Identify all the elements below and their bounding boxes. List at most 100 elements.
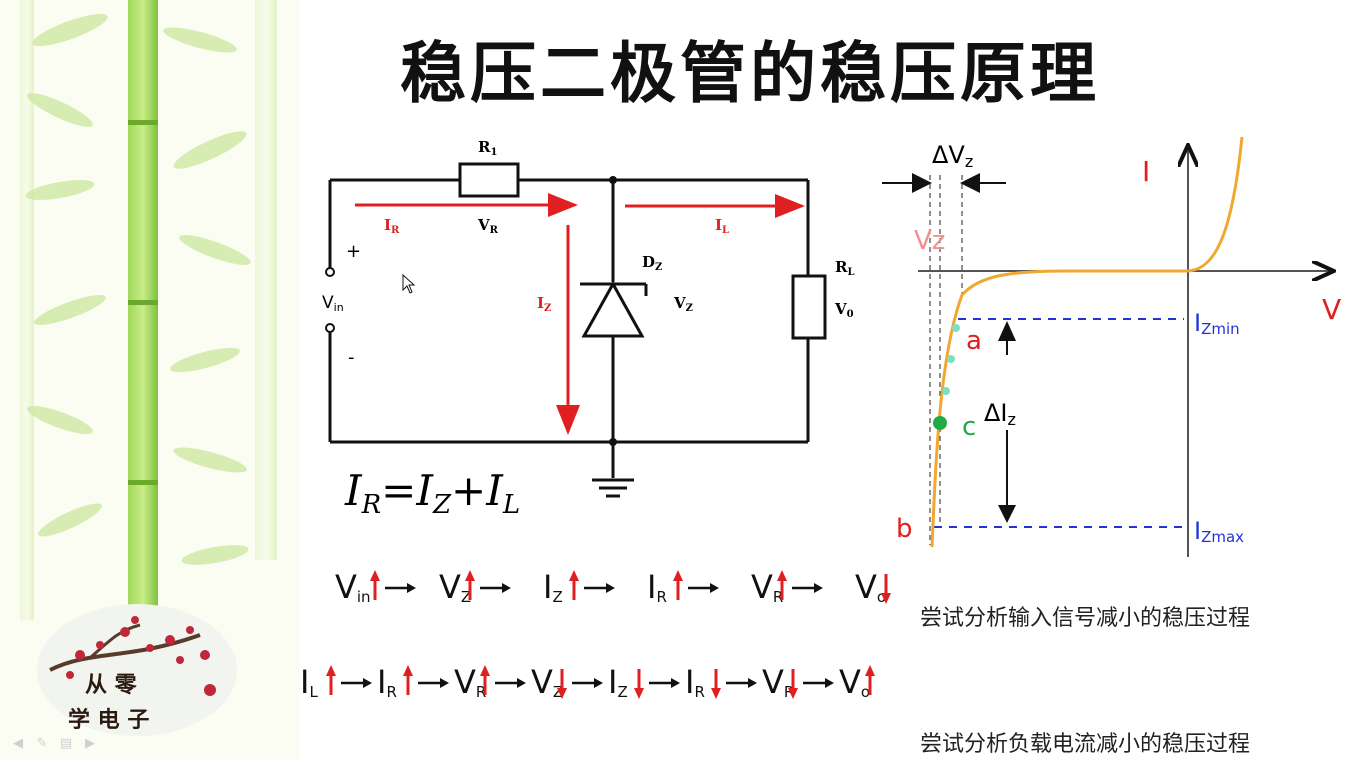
svg-text:VZ: VZ xyxy=(673,294,693,314)
pen-icon[interactable]: ✎ xyxy=(36,736,48,751)
svg-text:V0: V0 xyxy=(834,300,854,320)
dz-sub: Z xyxy=(655,262,662,273)
vr-sub: R xyxy=(490,225,499,236)
up-arrow-icon xyxy=(673,570,683,600)
up-arrow-icon xyxy=(480,665,490,695)
vo-sub: 0 xyxy=(847,309,854,320)
right-arrow-icon xyxy=(803,678,834,688)
seq-term-1: VZ xyxy=(439,568,471,606)
up-arrow-icon xyxy=(777,570,787,600)
vr-label: V xyxy=(477,216,490,234)
ir-label: I xyxy=(384,216,391,234)
down-arrow-icon xyxy=(634,669,644,699)
logo-text-2: 学 电 子 xyxy=(68,707,149,733)
right-arrow-icon xyxy=(726,678,757,688)
delta-vz-label: ΔV xyxy=(932,141,965,169)
vin-label: V xyxy=(322,293,334,313)
up-arrow-icon xyxy=(569,570,579,600)
right-arrow-icon xyxy=(572,678,603,688)
seq-term-2: VR xyxy=(454,663,486,701)
menu-icon[interactable]: ▤ xyxy=(59,736,73,751)
vo-label: V xyxy=(834,300,847,318)
right-arrow-icon xyxy=(341,678,372,688)
delta-iz-label: ΔI xyxy=(984,399,1008,427)
r1-sub: 1 xyxy=(490,147,497,158)
note-input-decrease: 尝试分析输入信号减小的稳压过程 xyxy=(920,606,1251,631)
vz-faint-label: Vz xyxy=(914,226,945,256)
right-arrow-icon xyxy=(584,583,615,593)
vz-label: V xyxy=(673,294,686,312)
logo-text-1: 从 零 xyxy=(85,672,138,698)
iz-sub: Z xyxy=(544,303,551,314)
note-load-decrease: 尝试分析负载电流减小的稳压过程 xyxy=(920,732,1251,757)
svg-text:IZmax: IZmax xyxy=(1194,517,1244,546)
svg-text:RL: RL xyxy=(835,258,855,278)
seq-term-2: IZ xyxy=(543,568,563,606)
circuit-diagram: R1 IR VR IL DZ IZ VZ RL V0 Vin + - IR=IZ… xyxy=(322,138,855,520)
axis-i-label: I xyxy=(1142,155,1150,188)
up-arrow-icon xyxy=(370,570,380,600)
rl-sub: L xyxy=(847,267,854,278)
right-arrow-icon xyxy=(418,678,449,688)
right-arrow-icon xyxy=(385,583,416,593)
point-b-label: b xyxy=(896,514,913,544)
seq-term-4: VR xyxy=(751,568,783,606)
right-arrow-icon xyxy=(480,583,511,593)
next-arrow-icon[interactable]: ▶ xyxy=(85,736,95,751)
svg-text:ΔIz: ΔIz xyxy=(984,399,1016,429)
prev-arrow-icon[interactable]: ◀ xyxy=(13,736,23,751)
r1-label: R xyxy=(478,138,491,156)
il-sub: L xyxy=(722,225,729,236)
plus-sign: + xyxy=(346,241,361,262)
rl-label: R xyxy=(835,258,848,276)
svg-text:VR: VR xyxy=(477,216,499,236)
down-arrow-icon xyxy=(881,574,891,604)
up-arrow-icon xyxy=(465,570,475,600)
vin-sub: in xyxy=(334,301,344,314)
svg-text:R1: R1 xyxy=(478,138,497,158)
izmin-label: I xyxy=(1194,309,1201,337)
down-arrow-icon xyxy=(788,669,798,699)
vz-sub: Z xyxy=(686,303,693,314)
il-label: I xyxy=(715,216,722,234)
svg-text:IZmin: IZmin xyxy=(1194,309,1240,338)
svg-text:IR: IR xyxy=(384,216,400,236)
down-arrow-icon xyxy=(711,669,721,699)
up-arrow-icon xyxy=(865,665,875,695)
right-arrow-icon xyxy=(649,678,680,688)
slide-nav: ◀ ✎ ▤ ▶ xyxy=(8,732,104,752)
svg-text:IZ: IZ xyxy=(537,294,551,314)
right-arrow-icon xyxy=(792,583,823,593)
seq-term-3: VZ xyxy=(531,663,563,701)
seq-term-7: Vo xyxy=(839,663,870,701)
ir-sub: R xyxy=(391,225,400,236)
up-arrow-icon xyxy=(403,665,413,695)
mouse-cursor-icon xyxy=(402,274,416,294)
izmin-sub: Zmin xyxy=(1201,320,1240,338)
equation: IR=IZ+IL xyxy=(344,466,520,520)
seq-term-4: IZ xyxy=(608,663,628,701)
svg-text:ΔVz: ΔVz xyxy=(932,141,973,171)
izmax-sub: Zmax xyxy=(1201,528,1244,546)
iv-curve-diagram: ΔVz I V Vz IZmin IZmax ΔIz a c b xyxy=(882,136,1341,557)
minus-sign: - xyxy=(348,347,355,368)
iz-label: I xyxy=(537,294,544,312)
logo: 从 零 学 电 子 xyxy=(37,604,237,736)
point-a-label: a xyxy=(966,326,982,356)
axis-v-label: V xyxy=(1322,293,1341,326)
seq-term-3: IR xyxy=(647,568,667,606)
right-arrow-icon xyxy=(495,678,526,688)
dz-label: D xyxy=(642,253,655,271)
svg-text:IL: IL xyxy=(715,216,729,236)
svg-text:Vin: Vin xyxy=(322,293,344,314)
seq-term-5: IR xyxy=(685,663,705,701)
delta-vz-sub: z xyxy=(965,152,973,171)
up-arrow-icon xyxy=(326,665,336,695)
delta-iz-sub: z xyxy=(1008,410,1016,429)
seq-term-5: Vo xyxy=(855,568,886,606)
page-title: 稳压二极管的稳压原理 xyxy=(400,34,1100,112)
